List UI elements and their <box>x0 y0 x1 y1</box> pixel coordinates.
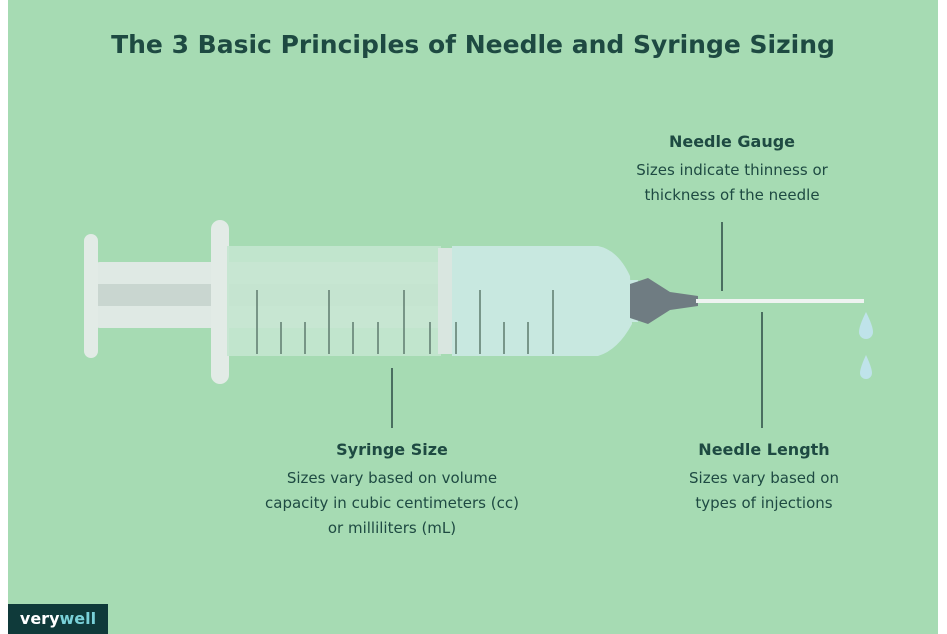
needle <box>696 299 864 303</box>
syringe-size-desc-line: capacity in cubic centimeters (cc) <box>265 494 519 512</box>
liquid-drop-lower <box>860 355 872 379</box>
needle-length-desc-line: types of injections <box>695 494 833 512</box>
barrel-flange <box>211 220 229 384</box>
logo-text-very: very <box>19 609 60 628</box>
syringe-size-desc-line: or milliliters (mL) <box>327 519 457 537</box>
needle-gauge-desc-line: Sizes indicate thinness or <box>636 161 828 179</box>
barrel-empty <box>227 246 441 356</box>
syringe-illustration <box>84 220 873 428</box>
needle-gauge-title: Needle Gauge <box>668 132 796 151</box>
needle-gauge-desc-line: thickness of the needle <box>644 186 820 204</box>
needle-hub <box>630 278 698 324</box>
plunger-stopper <box>438 248 452 354</box>
page-title: The 3 Basic Principles of Needle and Syr… <box>111 30 835 59</box>
barrel-tick-marks <box>256 290 554 354</box>
needle-length-desc-line: Sizes vary based on <box>689 469 839 487</box>
syringe-size-title: Syringe Size <box>336 440 448 459</box>
infographic-canvas: The 3 Basic Principles of Needle and Syr… <box>8 0 938 634</box>
syringe-size-desc-line: Sizes vary based on volume <box>286 469 498 487</box>
needle-length-description: Sizes vary based on types of injections <box>634 466 894 516</box>
liquid-barrel <box>452 246 632 356</box>
logo-text-well: well <box>59 609 97 628</box>
needle-gauge-description: Sizes indicate thinness or thickness of … <box>582 158 882 208</box>
syringe-size-description: Sizes vary based on volume capacity in c… <box>222 466 562 541</box>
needle-length-title: Needle Length <box>698 440 830 459</box>
liquid-drop-upper <box>859 312 873 339</box>
verywell-logo: verywell <box>8 604 108 634</box>
plunger-thumb-press <box>84 234 98 358</box>
